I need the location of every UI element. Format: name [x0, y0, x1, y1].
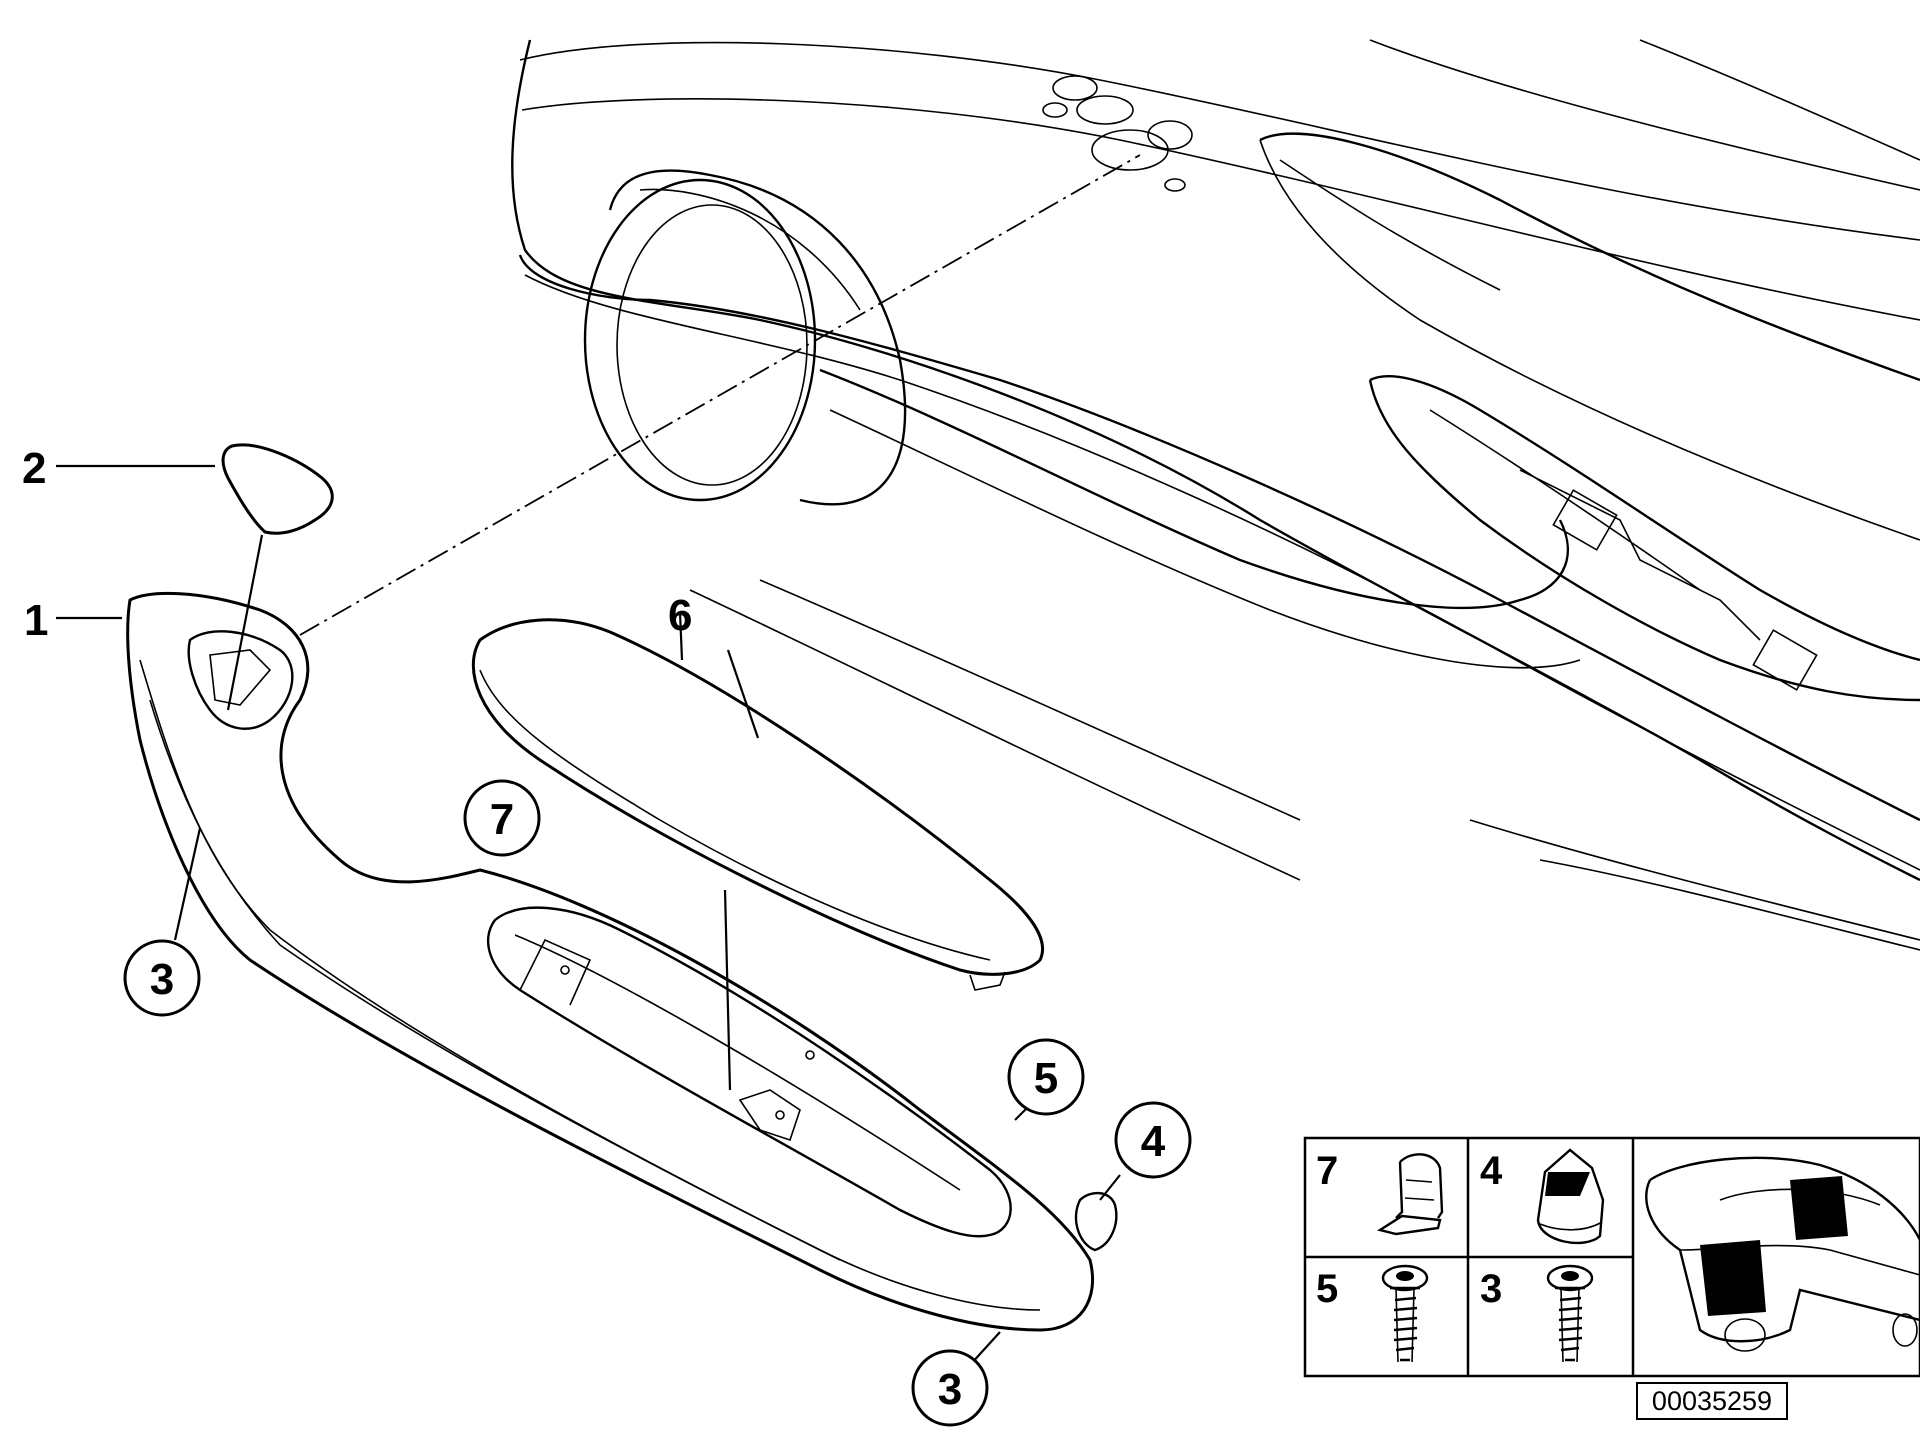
car-location-icon [1645, 1156, 1920, 1352]
clip-icon [1376, 1153, 1444, 1236]
armrest-part-1 [126, 591, 1118, 1332]
door-panel [511, 39, 1920, 951]
callout-circle-7: 7 [463, 779, 541, 857]
callout-2: 2 [22, 444, 46, 493]
cap-icon [1536, 1148, 1605, 1245]
switch-cover-part-2 [221, 443, 334, 535]
callout-circle-3a: 3 [123, 939, 201, 1017]
alignment-line [299, 154, 1141, 636]
reference-number-box: 00035259 [1636, 1382, 1788, 1420]
callout-circle-3b: 3 [911, 1349, 989, 1427]
armrest-pad-part-6 [471, 618, 1045, 991]
legend-num-5: 5 [1316, 1267, 1338, 1311]
legend-num-3: 3 [1480, 1267, 1502, 1311]
callout-circle-4: 4 [1114, 1101, 1192, 1179]
callout-5: 5 [1034, 1054, 1058, 1103]
callout-1: 1 [24, 596, 48, 645]
screw-icon [1546, 1264, 1594, 1363]
legend-num-7: 7 [1316, 1149, 1338, 1193]
callout-3a: 3 [150, 955, 174, 1004]
reference-number: 00035259 [1652, 1386, 1772, 1416]
callout-7: 7 [490, 795, 514, 844]
callout-circle-5: 5 [1007, 1038, 1085, 1116]
callout-6: 6 [668, 591, 692, 640]
legend-num-4: 4 [1480, 1149, 1503, 1193]
callout-4: 4 [1141, 1117, 1166, 1166]
legend-box: 7 4 5 3 [1303, 1136, 1920, 1378]
leader-lines [56, 464, 1121, 1366]
screw-icon [1381, 1264, 1429, 1363]
callout-3b: 3 [938, 1365, 962, 1414]
